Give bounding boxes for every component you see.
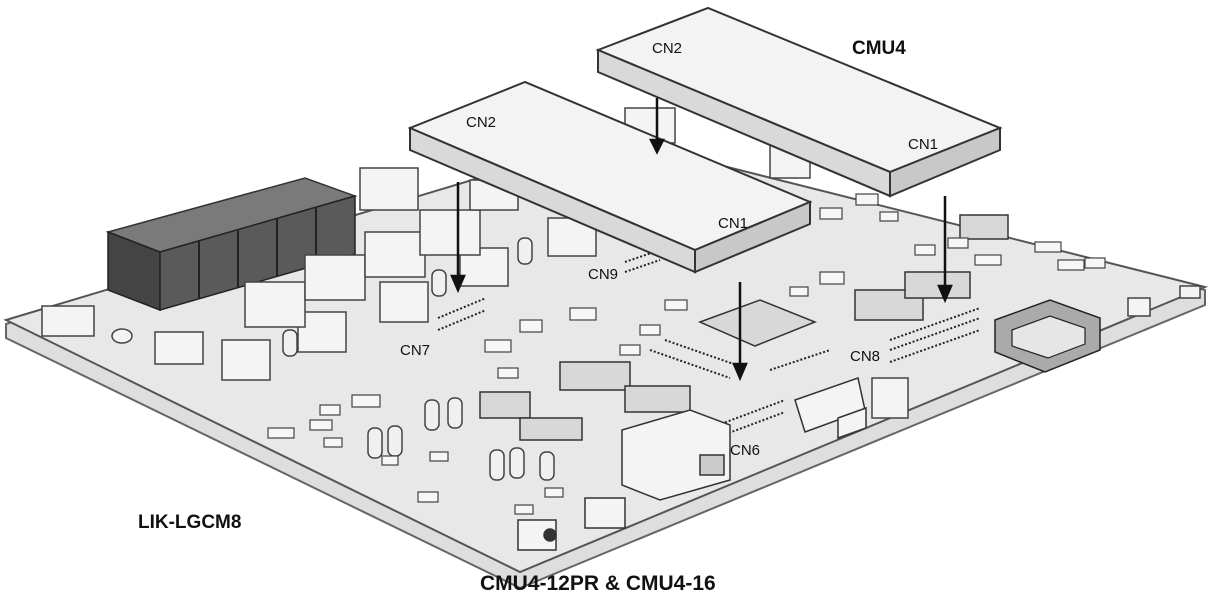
figure-caption: CMU4-12PR & CMU4-16 <box>480 572 716 596</box>
cn6-label: CN6 <box>730 442 760 459</box>
cn1-rear-label: CN1 <box>908 136 938 153</box>
cn2-front-label: CN2 <box>466 114 496 131</box>
board-name-label: LIK-LGCM8 <box>138 512 241 534</box>
cn9-label: CN9 <box>588 266 618 283</box>
cn1-front-label: CN1 <box>718 215 748 232</box>
cmu4-label: CMU4 <box>852 38 906 60</box>
cn2-rear-label: CN2 <box>652 40 682 57</box>
cn7-label: CN7 <box>400 342 430 359</box>
cn8-label: CN8 <box>850 348 880 365</box>
